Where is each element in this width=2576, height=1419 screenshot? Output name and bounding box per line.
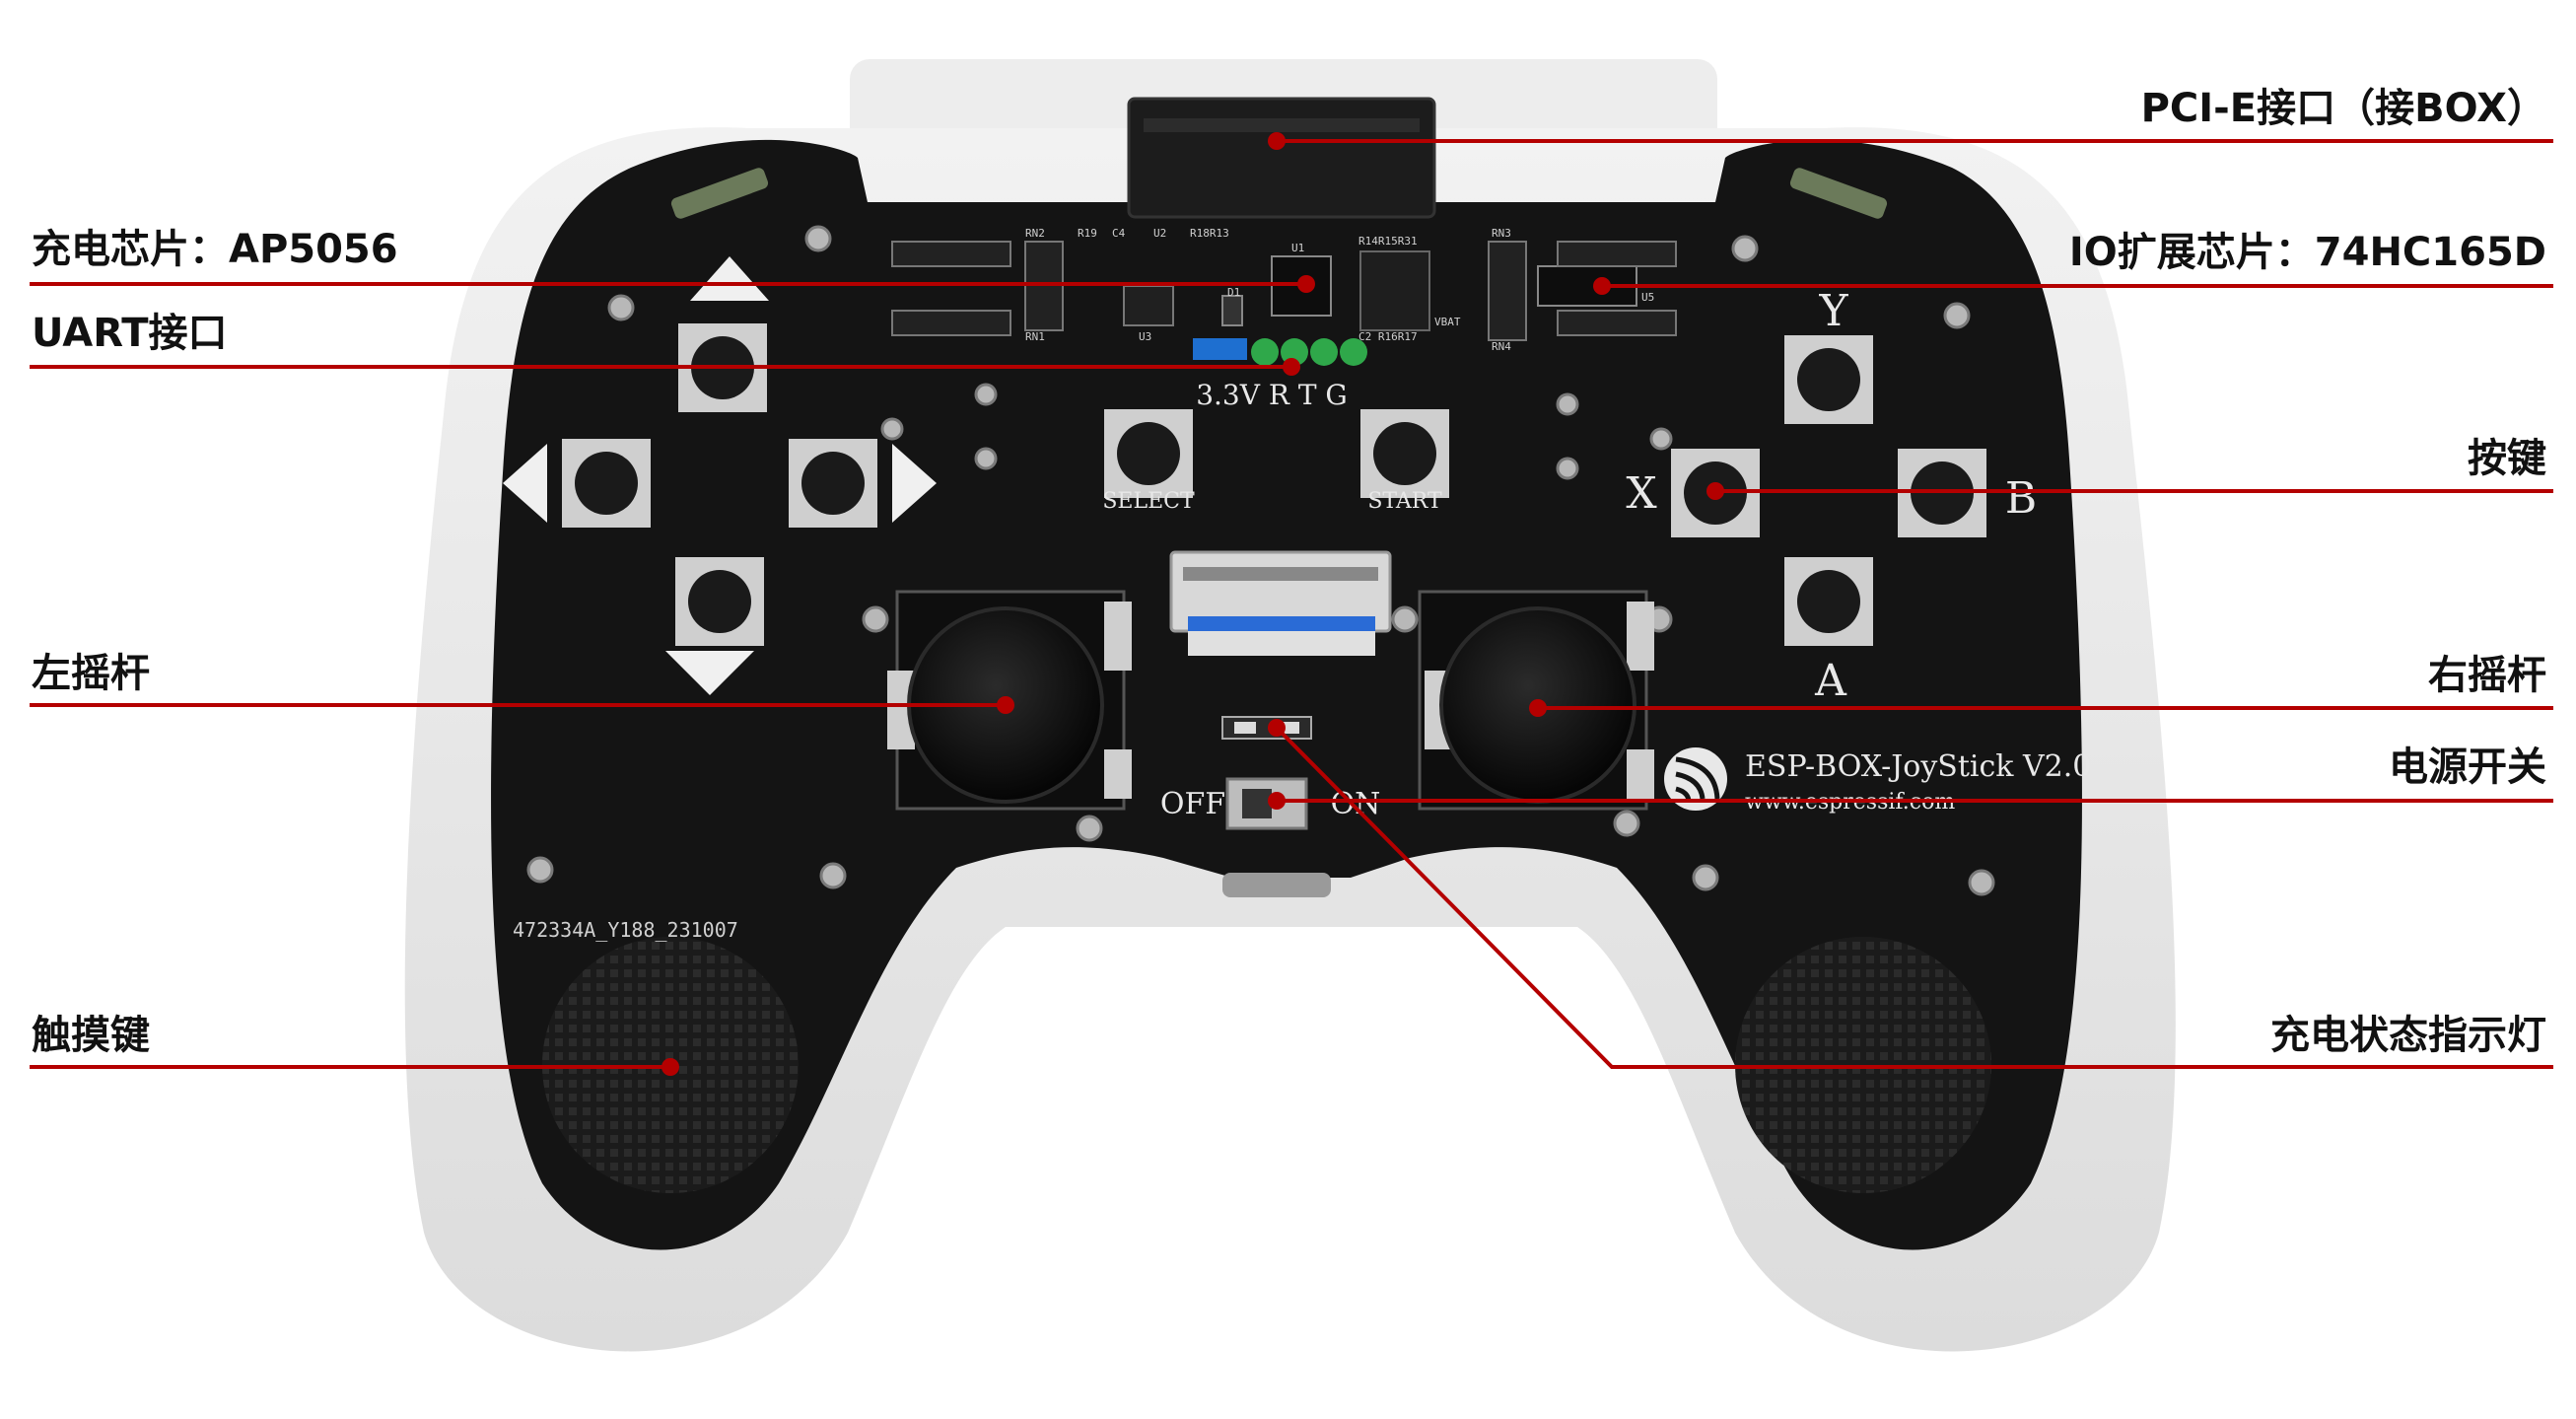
callout-right-stick: 右摇杆 (2428, 653, 2546, 698)
callout-power-switch: 电源开关 (2389, 745, 2546, 790)
ref-rn3: RN3 (1492, 227, 1511, 240)
batch-code: 472334A_Y188_231007 (513, 918, 738, 942)
ref-r18r13: R18R13 (1190, 227, 1229, 240)
arrow-left-icon (503, 444, 547, 523)
uart-pin-label: 3.3V R T G (1196, 379, 1348, 411)
ref-vbat: VBAT (1434, 316, 1461, 328)
a-label: A (1814, 656, 1847, 706)
ref-rn4: RN4 (1492, 340, 1511, 353)
dpad-down-button[interactable] (675, 557, 764, 646)
callout-pcie: PCI-E接口（接BOX） (2140, 86, 2546, 131)
arrow-right-icon (892, 444, 937, 523)
left-bumper (670, 168, 769, 219)
fpc-connector (1169, 550, 1392, 656)
callout-uart: UART接口 (32, 311, 228, 356)
ref-d1: D1 (1227, 286, 1240, 299)
charge-leds (1221, 716, 1312, 740)
leader-charge-led (1275, 726, 2553, 1069)
ref-rn1: RN1 (1025, 330, 1045, 343)
dpad-arrows (503, 256, 937, 695)
b-label: B (2005, 473, 2037, 524)
u3-chip (1123, 285, 1174, 326)
callout-buttons: 按键 (2468, 436, 2546, 481)
select-button[interactable] (1104, 409, 1193, 498)
x-label: X (1626, 468, 1657, 519)
ref-u2: U2 (1153, 227, 1166, 240)
callout-charge-led: 充电状态指示灯 (2270, 1013, 2546, 1058)
tactile-buttons (562, 323, 1986, 646)
ref-u1: U1 (1291, 242, 1304, 254)
callout-io-chip: IO扩展芯片：74HC165D (2068, 230, 2546, 275)
right-bumper (1789, 168, 1888, 219)
power-switch[interactable] (1225, 777, 1308, 830)
dpad-right-button[interactable] (789, 439, 877, 528)
off-label: OFF (1160, 787, 1225, 821)
ref-c4: C4 (1112, 227, 1126, 240)
ref-r19: R19 (1078, 227, 1097, 240)
chips (891, 241, 1677, 341)
arrow-down-icon (665, 651, 754, 695)
ref-r14r15r31: R14R15R31 (1358, 235, 1418, 248)
dpad-left-button[interactable] (562, 439, 651, 528)
y-label: Y (1818, 286, 1848, 336)
ref-c2r16r17: C2 R16R17 (1358, 330, 1418, 343)
ref-rn2: RN2 (1025, 227, 1045, 240)
leader-lines (30, 132, 2553, 1076)
silkscreen-text: SELECT START 3.3V R T G Y X B A OFF ON E… (513, 227, 2091, 942)
product-name: ESP-BOX-JoyStick V2.0 (1745, 749, 2091, 784)
ref-u5: U5 (1641, 291, 1654, 304)
start-label: START (1367, 489, 1442, 514)
ref-u3: U3 (1139, 330, 1151, 343)
callout-charge-chip: 充电芯片：AP5056 (32, 227, 398, 272)
select-label: SELECT (1102, 489, 1195, 514)
start-button[interactable] (1360, 409, 1449, 498)
callout-left-stick: 左摇杆 (32, 651, 150, 696)
espressif-logo (1664, 747, 1727, 811)
pcie-connector (1127, 97, 1436, 219)
arrow-up-icon (690, 256, 769, 301)
y-button[interactable] (1784, 335, 1873, 424)
callout-touch-key: 触摸键 (32, 1013, 150, 1058)
rn3-rn4 (1488, 241, 1527, 341)
a-button[interactable] (1784, 557, 1873, 646)
usb-port (1222, 873, 1331, 897)
